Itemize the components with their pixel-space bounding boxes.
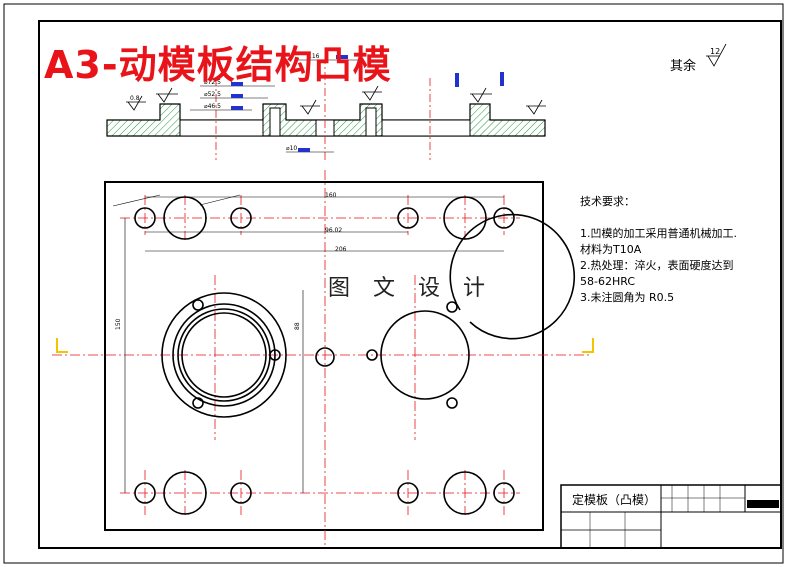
dim-top-width: 116 xyxy=(308,53,320,60)
roughness-label: 0.8 xyxy=(130,95,140,102)
holes xyxy=(134,196,576,515)
notes-line: 材料为T10A xyxy=(580,243,642,256)
drawing-title: A3-动模板结构凸模 xyxy=(44,43,392,87)
dim-96: 96.02 xyxy=(325,227,342,234)
notes-heading: 技术要求： xyxy=(580,195,635,208)
title-block xyxy=(560,484,782,549)
dim-phi3: ⌀46.5 xyxy=(204,103,221,110)
surface-finish-value: 12 xyxy=(710,47,720,56)
plate-outline xyxy=(104,181,544,531)
dim-160: 160 xyxy=(325,192,337,199)
section-view xyxy=(106,55,546,160)
inner-frame xyxy=(38,20,782,549)
notes-line: 3.未注圆角为 R0.5 xyxy=(580,291,675,304)
dim-206: 206 xyxy=(335,246,347,253)
watermark: 图 文 设 计 xyxy=(328,276,493,301)
center-lines xyxy=(52,170,592,548)
notes-line: 2.热处理：淬火，表面硬度达到 xyxy=(580,259,734,272)
plan-dimensions xyxy=(112,194,504,493)
dim-phi2: ⌀52.5 xyxy=(204,91,221,98)
dim-phi-bottom: ⌀10 xyxy=(286,145,297,152)
dim-88: 88 xyxy=(294,322,301,330)
surface-finish-icon xyxy=(706,43,727,67)
surface-finish-label: 其余 xyxy=(670,59,697,74)
technical-requirements: 技术要求： 1.凹模的加工采用普通机械加工. 材料为T10A 2.热处理：淬火，… xyxy=(580,194,737,306)
notes-line: 1.凹模的加工采用普通机械加工. xyxy=(580,227,737,240)
title-block-name: 定模板（凸模） xyxy=(572,493,657,507)
corner-markers xyxy=(56,338,594,353)
dim-phi1: ⌀72.5 xyxy=(204,79,221,86)
notes-line: 58-62HRC xyxy=(580,275,636,288)
dim-150: 150 xyxy=(115,318,122,330)
outer-border xyxy=(3,3,784,564)
